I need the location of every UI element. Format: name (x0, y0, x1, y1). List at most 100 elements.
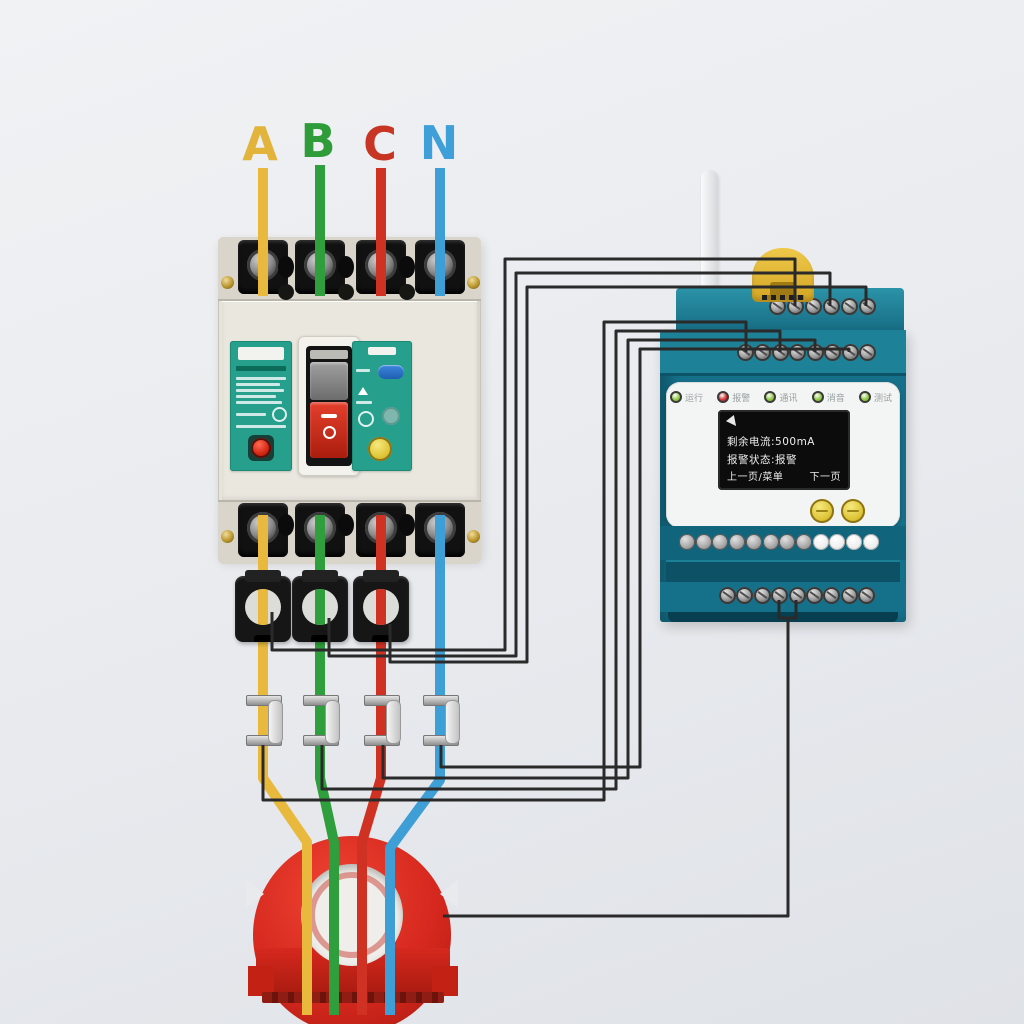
trip-button-pad (248, 435, 274, 461)
terminal-screw (841, 298, 858, 315)
label-text-bar (236, 395, 276, 398)
terminal-rivet (712, 534, 729, 550)
terminal-screw (788, 587, 806, 604)
ring-pinch-right (440, 880, 458, 908)
label-text-bar (236, 389, 284, 392)
terminal-rivet (762, 534, 779, 550)
terminal-screw (365, 249, 397, 281)
terminal-screw (840, 587, 858, 604)
case-screw (467, 530, 480, 543)
vent-hole (399, 514, 415, 536)
terminal-screw (719, 587, 736, 604)
terminal-screw (858, 587, 875, 604)
ct-notch (254, 635, 272, 642)
terminal-screw (247, 249, 279, 281)
wire-through-ct (258, 589, 268, 625)
terminal-rivet (812, 534, 829, 550)
status-led-item: 消音 (811, 389, 845, 405)
device-button-left[interactable] (810, 499, 834, 523)
clamp-ct-phase-c (353, 570, 409, 642)
terminal-rivet (679, 534, 695, 550)
phase-label-a: A (242, 117, 278, 171)
trip-button[interactable] (251, 438, 271, 458)
wire-through-ct (315, 589, 325, 625)
terminal-rivet (695, 534, 712, 550)
screen-nav-row: 上一页/菜单 下一页 (727, 468, 841, 483)
led-indicator (811, 391, 824, 403)
terminal-screw (841, 344, 859, 361)
clamp-ct-phase-a (235, 570, 291, 642)
device-button-right[interactable] (841, 499, 865, 523)
breaker-accessory-panel (352, 341, 412, 471)
terminal-screw (771, 344, 789, 361)
terminal-rivet (862, 534, 879, 550)
terminal-rivet (779, 534, 796, 550)
model-text-bar (236, 366, 286, 371)
arrow-mark (358, 387, 368, 395)
led-label: 消音 (826, 393, 845, 404)
device-bottom-edge (668, 612, 898, 622)
breaker-terminal-b-bottom (295, 503, 345, 557)
terminal-screw (806, 344, 824, 361)
phase-label-c: C (363, 117, 397, 171)
terminal-rivet (829, 534, 846, 550)
terminal-screw (247, 512, 279, 544)
voltage-tap-body-n (445, 700, 460, 744)
status-led-item: 报警 (717, 389, 750, 405)
wire-through-ct (376, 589, 386, 625)
led-label: 运行 (685, 393, 704, 404)
led-indicator (764, 391, 777, 403)
screen-line-residual-current: 剩余电流:500mA (727, 436, 815, 448)
terminal-rivet (745, 534, 762, 550)
test-button[interactable] (368, 437, 392, 461)
voltage-tap-body-b (325, 700, 340, 744)
certification-badge (272, 407, 287, 422)
status-led-row: 运行报警通讯消音测试 (670, 389, 892, 405)
breaker-switch-handle[interactable] (310, 402, 348, 458)
device-lcd-screen: 剩余电流:500mA 报警状态:报警 上一页/菜单 下一页 (718, 410, 850, 490)
terminal-screw (789, 344, 807, 361)
label-text-bar (236, 401, 282, 404)
terminal-screw (753, 587, 771, 604)
terminal-screw (754, 344, 772, 361)
vent-hole (399, 256, 415, 278)
terminal-screw (365, 512, 397, 544)
ct-clip (302, 570, 338, 582)
vent-hole (278, 514, 294, 536)
device-ledge (666, 560, 900, 582)
ct-window (302, 589, 338, 625)
label-text-bar (356, 369, 370, 372)
led-indicator (670, 391, 682, 403)
terminal-screw (424, 249, 456, 281)
phase-label-b: B (300, 114, 336, 168)
status-led-item: 测试 (858, 389, 892, 405)
led-label: 测试 (873, 393, 892, 404)
nav-prev-menu[interactable]: 上一页/菜单 (727, 472, 784, 483)
nav-next[interactable]: 下一页 (809, 472, 841, 483)
clamp-ct-phase-b (292, 570, 348, 642)
clamp-teeth (762, 295, 804, 300)
voltage-tap-body-a (268, 700, 283, 744)
ct-clip (363, 570, 399, 582)
mount-hole (399, 284, 415, 300)
ct-window (245, 589, 281, 625)
cursor-icon (725, 414, 741, 430)
breaker-terminal-c-bottom (356, 503, 406, 557)
mount-hole (278, 284, 294, 300)
ring-ct-inner-ring (309, 872, 395, 958)
device-terminal-row-second (737, 344, 876, 361)
breaker-label-panel (230, 341, 292, 471)
breaker-terminal-n-bottom (415, 503, 465, 557)
terminal-rivet (729, 534, 746, 550)
breaker-switch-upper[interactable] (310, 362, 348, 400)
vent-hole (338, 514, 354, 536)
terminal-screw (424, 512, 456, 544)
case-screw (221, 276, 234, 289)
switch-top-label (310, 350, 348, 359)
terminal-screw (824, 344, 842, 361)
label-text-bar (236, 377, 286, 380)
ct-window (363, 589, 399, 625)
terminal-screw (805, 587, 823, 604)
label-text-bar (236, 383, 280, 386)
ring-ct-window (301, 864, 403, 966)
